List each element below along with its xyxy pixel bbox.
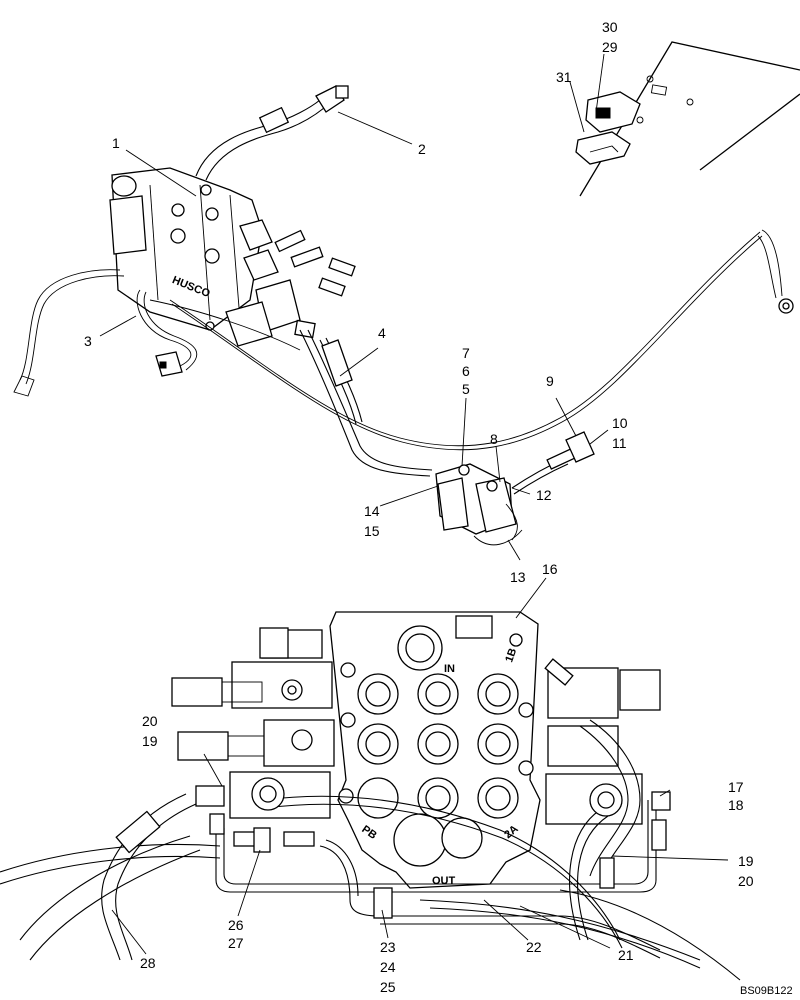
callout-11: 11 <box>612 435 627 451</box>
callout-1: 1 <box>112 135 120 151</box>
callout-19-left: 19 <box>142 733 158 749</box>
port-in-marking: IN <box>444 663 455 675</box>
callout-16: 16 <box>542 561 558 577</box>
callout-14: 14 <box>364 503 380 519</box>
callout-5: 5 <box>462 381 470 397</box>
callout-27: 27 <box>228 935 244 951</box>
valve-section-view: IN OUT PB 1B 2A <box>0 611 741 981</box>
port-1b-marking: 1B <box>503 647 519 664</box>
upper-hose <box>195 85 349 181</box>
callout-13: 13 <box>510 569 526 585</box>
callout-26: 26 <box>228 917 244 933</box>
mounting-plate-inset <box>575 41 800 197</box>
leader-lines <box>99 53 729 955</box>
callout-31: 31 <box>556 69 572 85</box>
callout-20-right: 20 <box>738 873 754 889</box>
callout-10: 10 <box>612 415 628 431</box>
callout-18: 18 <box>728 797 744 813</box>
callout-17: 17 <box>728 779 744 795</box>
callout-2: 2 <box>418 141 426 157</box>
callout-12: 12 <box>536 487 552 503</box>
callout-labels: 1 2 3 4 5 6 7 8 9 10 11 12 13 14 15 16 1… <box>84 19 754 995</box>
control-valve-assembly: HUSCO <box>109 167 356 347</box>
wiring-harness <box>13 269 301 397</box>
callout-15: 15 <box>364 523 380 539</box>
callout-21: 21 <box>618 947 634 963</box>
callout-9: 9 <box>546 373 554 389</box>
ground-wire <box>169 229 794 451</box>
callout-3: 3 <box>84 333 92 349</box>
pilot-valve <box>435 431 595 546</box>
callout-6: 6 <box>462 363 470 379</box>
pilot-hoses <box>299 329 433 477</box>
callout-4: 4 <box>378 325 386 341</box>
callout-20-left: 20 <box>142 713 158 729</box>
callout-7: 7 <box>462 345 470 361</box>
callout-30: 30 <box>602 19 618 35</box>
callout-22: 22 <box>526 939 542 955</box>
callout-24: 24 <box>380 959 396 975</box>
callout-8: 8 <box>490 431 498 447</box>
callout-25: 25 <box>380 979 396 995</box>
callout-28: 28 <box>140 955 156 971</box>
drawing-code: BS09B122 <box>740 985 793 997</box>
callout-23: 23 <box>380 939 396 955</box>
port-out-marking: OUT <box>432 875 456 887</box>
callout-29: 29 <box>602 39 618 55</box>
callout-19-right: 19 <box>738 853 754 869</box>
